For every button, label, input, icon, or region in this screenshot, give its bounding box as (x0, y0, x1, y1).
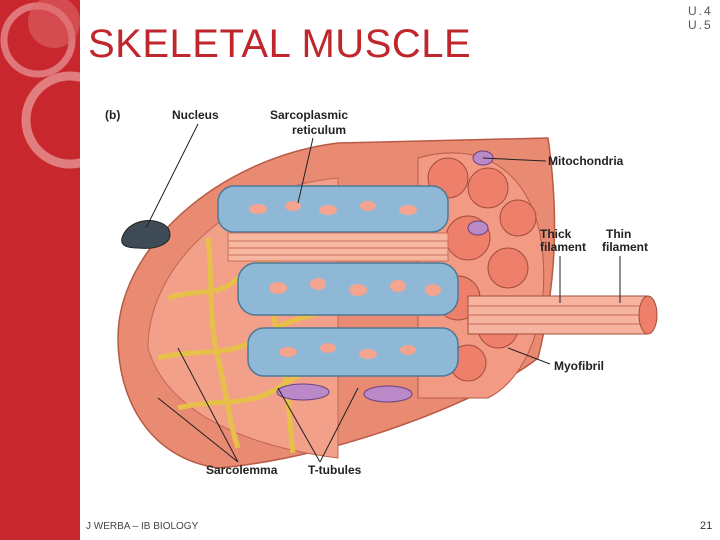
slide-title: SKELETAL MUSCLE (88, 22, 472, 66)
footer-credit: J WERBA – IB BIOLOGY (86, 521, 199, 532)
label-sarcolemma: Sarcolemma (206, 463, 278, 477)
nucleus-shape (121, 220, 171, 249)
label-myofibril: Myofibril (554, 359, 604, 373)
label-thin-line1: Thin (606, 227, 631, 241)
label-sarcoplasmic-line2: reticulum (292, 123, 346, 137)
label-mitochondria: Mitochondria (548, 154, 624, 168)
panel-label: (b) (105, 108, 120, 122)
protruding-myofibril (467, 295, 658, 335)
sr-pores (249, 201, 441, 359)
label-thin-line2: filament (602, 240, 648, 254)
leader-lines (145, 123, 621, 463)
myofibril-striations (227, 232, 449, 262)
label-sarcoplasmic-line1: Sarcoplasmic (270, 108, 348, 122)
label-thick-line2: filament (540, 240, 586, 254)
label-t-tubules: T-tubules (308, 463, 362, 477)
unit-ref: U.5 (688, 18, 713, 32)
sarcoplasmic-reticulum-bands (217, 185, 459, 377)
unit-refs: U.4 U.5 (688, 4, 713, 32)
label-nucleus: Nucleus (172, 108, 219, 122)
sidebar-band (0, 0, 80, 540)
muscle-fiber-diagram: (b) Nucleus Sarcoplasmic reticulum Mitoc… (105, 108, 658, 477)
decorative-circles (0, 0, 80, 169)
unit-ref: U.4 (688, 4, 713, 18)
label-thick-line1: Thick (540, 227, 572, 241)
page-number: 21 (700, 520, 713, 532)
